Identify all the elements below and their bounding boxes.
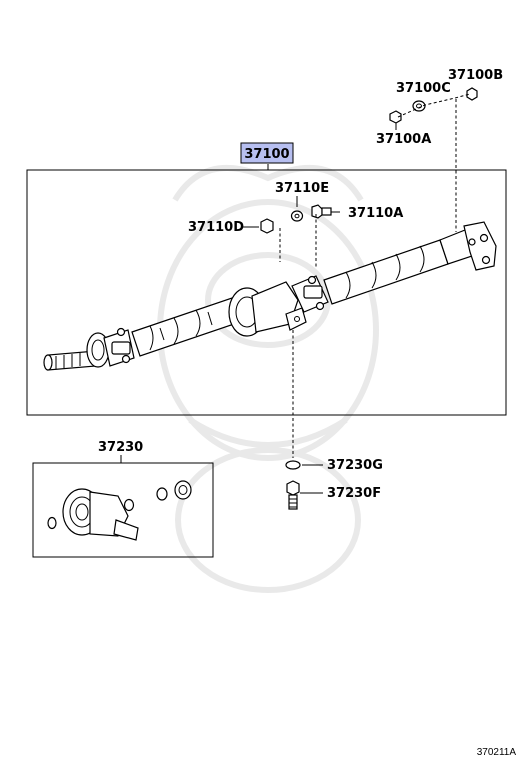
dust-seal-icon: [47, 516, 57, 530]
label-37110a[interactable]: 37110A: [348, 206, 403, 221]
label-37100c[interactable]: 37100C: [396, 81, 451, 96]
label-37110e[interactable]: 37110E: [275, 181, 329, 196]
assembly-box: [26, 169, 507, 416]
rear-flange-yoke: [439, 221, 497, 271]
bearing-kit-parts: [47, 480, 192, 541]
rear-tube: [323, 239, 449, 305]
label-37230g[interactable]: 37230G: [327, 458, 383, 473]
bushing-medium-icon: [156, 487, 168, 501]
diagram-code: 370211A: [476, 747, 516, 758]
label-37230[interactable]: 37230: [98, 440, 143, 455]
front-tube: [131, 297, 241, 357]
center-support-bearing: [228, 281, 307, 337]
callout-37100[interactable]: 37100: [240, 142, 294, 164]
nut-37110d-icon: [260, 218, 274, 234]
nut-37110e-icon: [290, 210, 304, 222]
bolt-37230f-icon: [286, 480, 300, 510]
bearing-kit-box: [32, 462, 214, 558]
center-hardware: [260, 204, 332, 268]
front-spline-yoke: [43, 332, 110, 371]
top-hardware: 37100B 37100C 37100A: [376, 68, 503, 232]
bolt-37100b-icon: [466, 87, 478, 101]
center-universal-joint: [291, 275, 329, 313]
washer-37230g-icon: [285, 460, 301, 470]
bushing-large-icon: [174, 480, 192, 500]
front-universal-joint: [103, 327, 135, 367]
label-37110d[interactable]: 37110D: [188, 220, 244, 235]
label-37230f[interactable]: 37230F: [327, 486, 381, 501]
label-37100a[interactable]: 37100A: [376, 132, 431, 147]
watermark-logo: [157, 164, 379, 593]
washer-37100c-icon: [412, 100, 426, 112]
label-37100: 37100: [244, 147, 289, 162]
bolt-37110a-icon: [311, 204, 332, 219]
bolt-37100a-icon: [389, 110, 402, 124]
propeller-shaft: [43, 221, 497, 371]
bushing-small-icon: [123, 498, 135, 512]
label-37100b[interactable]: 37100B: [448, 68, 503, 83]
